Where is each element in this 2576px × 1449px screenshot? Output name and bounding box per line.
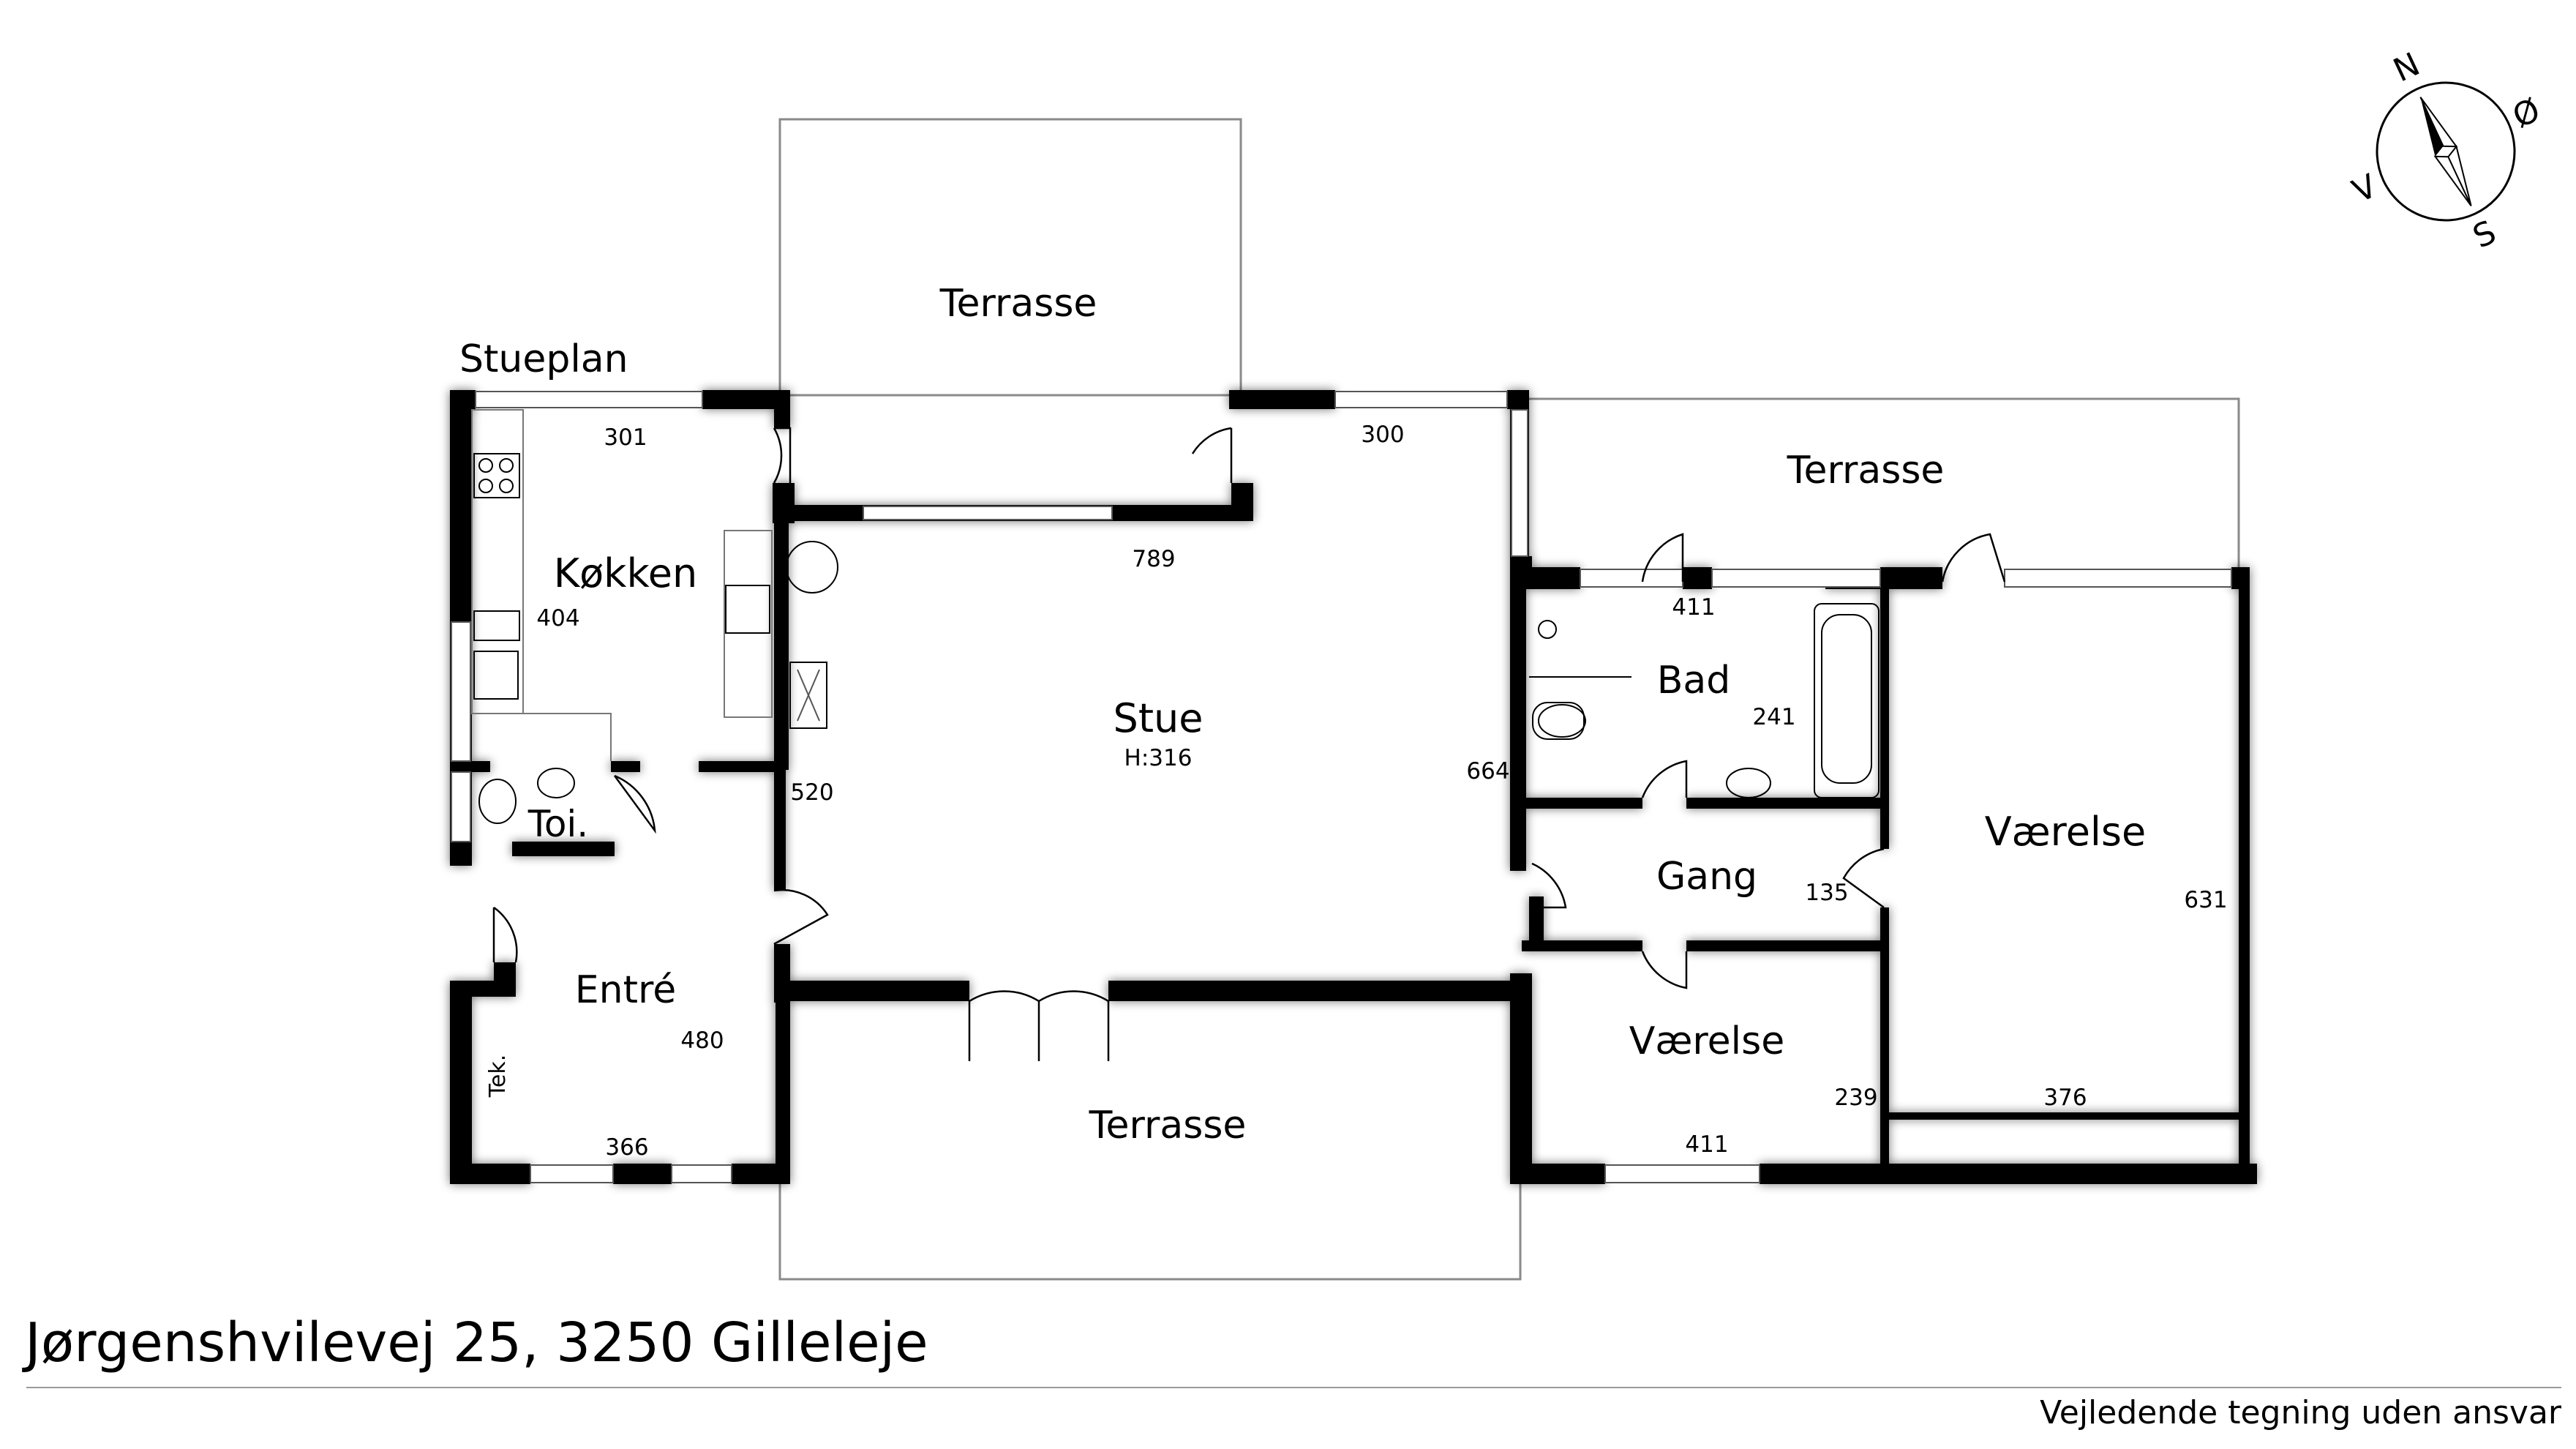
room-terrasse-right: Terrasse: [1787, 449, 1945, 493]
dim-366: 366: [605, 1134, 648, 1161]
disclaimer-text: Vejledende tegning uden ansvar: [2040, 1394, 2561, 1431]
terrace-outlines: [778, 118, 2240, 1281]
dim-664: 664: [1466, 758, 1509, 785]
room-entre: Entré: [575, 968, 676, 1012]
room-stue-height: H:316: [1124, 745, 1193, 771]
dimension-labels: 301 300 789 404 520 664 411 241 135 631 …: [536, 422, 2227, 1161]
room-stue: Stue: [1114, 695, 1203, 741]
dim-789: 789: [1132, 546, 1175, 572]
compass-n: N: [2388, 45, 2425, 89]
compass: N Ø S V: [2347, 45, 2546, 256]
terrace-top-outline: [778, 118, 1242, 397]
room-bad: Bad: [1657, 659, 1731, 703]
terrace-right-outline: [1518, 397, 2240, 571]
dim-411-vaerelse: 411: [1685, 1131, 1728, 1158]
dim-411-bad: 411: [1672, 594, 1715, 621]
room-kitchen: Køkken: [554, 550, 698, 596]
walls: [450, 390, 2257, 1184]
dim-241: 241: [1752, 704, 1795, 730]
windows: [451, 391, 2232, 1183]
room-terrasse-bottom: Terrasse: [1089, 1104, 1247, 1147]
room-terrasse-top: Terrasse: [939, 282, 1097, 326]
compass-w: V: [2347, 168, 2383, 211]
address-title: Jørgenshvilevej 25, 3250 Gilleleje: [25, 1311, 928, 1374]
room-vaerelse-bottom: Værelse: [1629, 1019, 1784, 1063]
compass-ring-icon: [2376, 81, 2516, 222]
dim-520: 520: [790, 779, 833, 806]
dim-404: 404: [536, 605, 579, 632]
compass-s: S: [2468, 214, 2502, 256]
room-labels: Terrasse Terrasse Terrasse Stueplan Køkk…: [459, 282, 2146, 1147]
dim-301: 301: [604, 424, 647, 451]
dim-631: 631: [2184, 887, 2227, 913]
room-vaerelse-right: Værelse: [1985, 809, 2147, 855]
room-toilet: Toi.: [527, 803, 588, 845]
dim-376: 376: [2043, 1085, 2087, 1111]
footer-divider: [26, 1387, 2561, 1388]
room-gang: Gang: [1656, 855, 1757, 899]
compass-needle-north-icon: [2420, 97, 2444, 157]
compass-e: Ø: [2507, 91, 2546, 136]
dim-135: 135: [1805, 880, 1848, 906]
doors: [492, 427, 2006, 1061]
kitchen-fixtures: [471, 409, 838, 761]
dim-480: 480: [680, 1027, 724, 1054]
bath-fixtures: [478, 603, 1880, 824]
room-tek: Tek.: [485, 1055, 511, 1098]
terrace-bottom-outline: [778, 1175, 1522, 1281]
dim-300: 300: [1361, 422, 1404, 448]
dim-239: 239: [1834, 1085, 1877, 1111]
floor-label: Stueplan: [459, 337, 628, 381]
